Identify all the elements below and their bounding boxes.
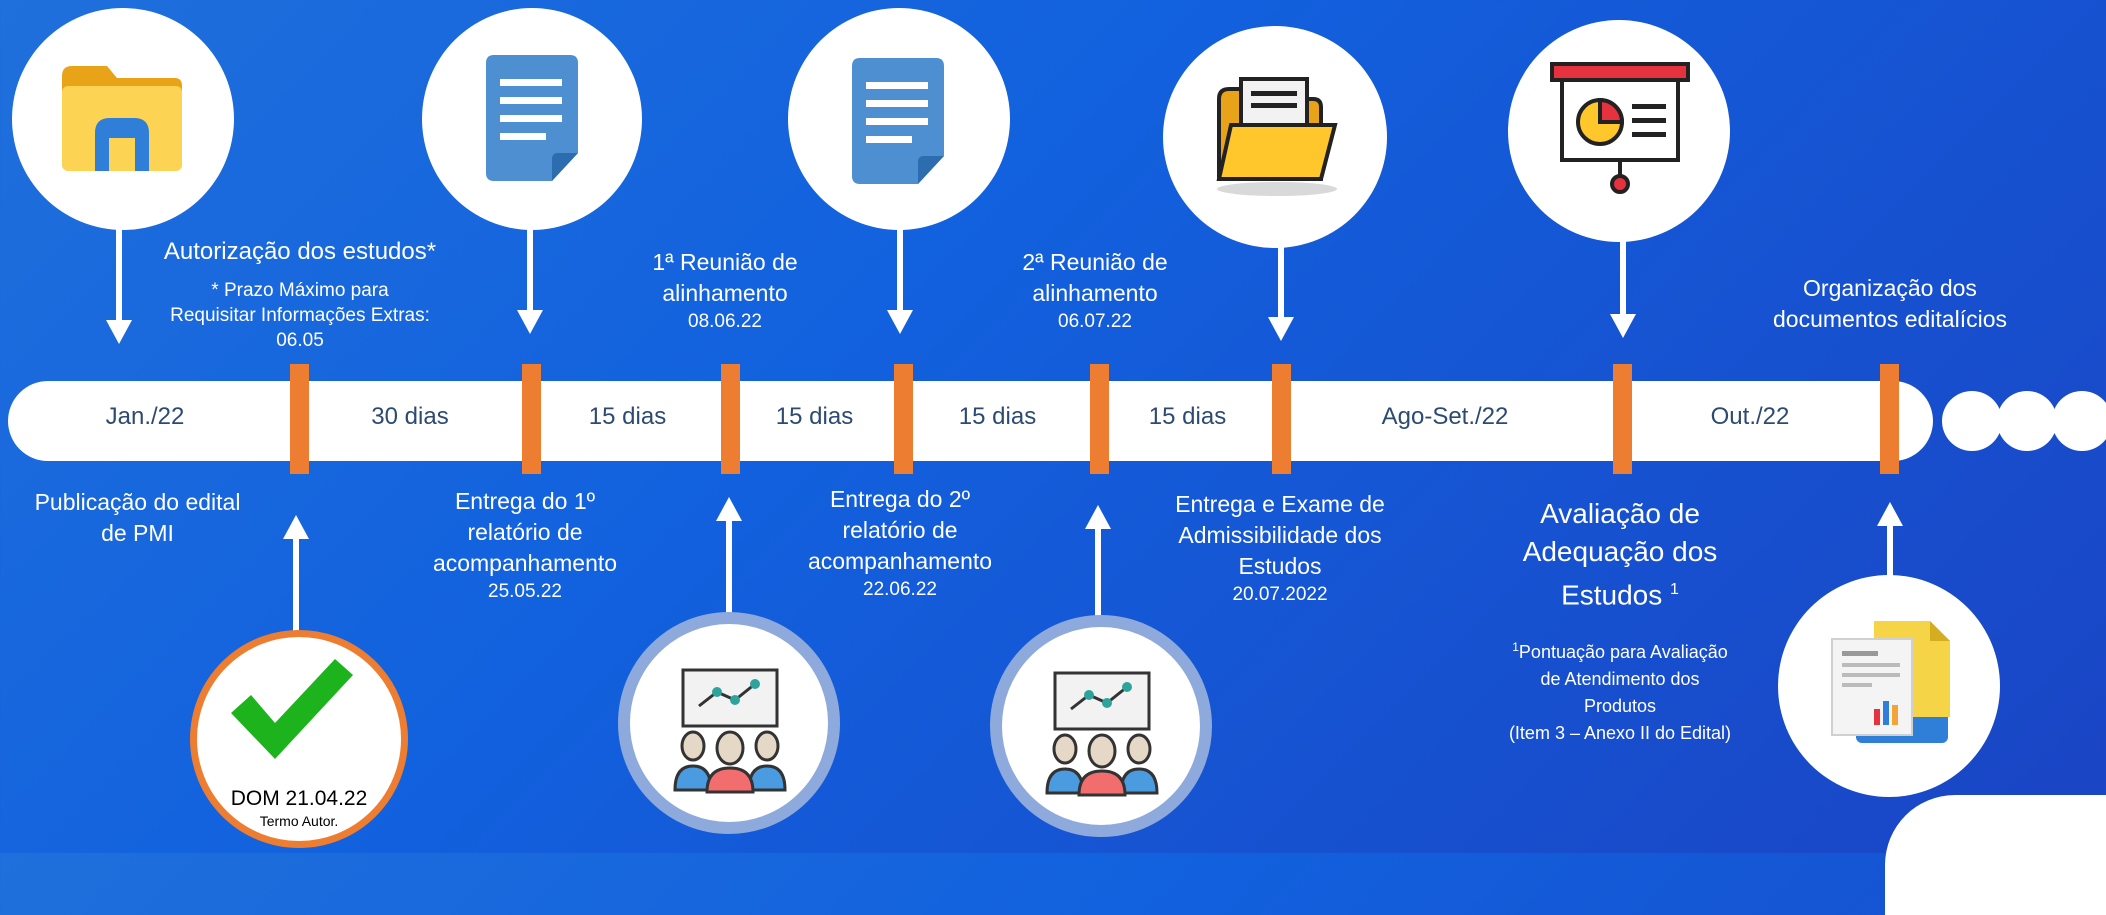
meeting-icon bbox=[673, 668, 787, 794]
entrega2-label: Entrega do 2º relatório de acompanhament… bbox=[780, 484, 1020, 602]
entrega2-line: relatório de bbox=[842, 517, 958, 543]
prazo-note: * Prazo Máximo para Requisitar Informaçõ… bbox=[140, 278, 460, 353]
up-arrow bbox=[716, 497, 742, 615]
publicacao-line: Publicação do edital bbox=[34, 489, 241, 515]
avaliacao-line: Adequação dos bbox=[1522, 536, 1718, 567]
folder-circle bbox=[12, 8, 234, 230]
reuniao2-date: 06.07.22 bbox=[1058, 311, 1132, 332]
down-arrow bbox=[106, 228, 132, 344]
reuniao2-line: alinhamento bbox=[1032, 280, 1158, 306]
meeting-circle bbox=[990, 615, 1212, 837]
reuniao1-date: 08.06.22 bbox=[688, 311, 762, 332]
exame-label: Entrega e Exame de Admissibilidade dos E… bbox=[1150, 489, 1410, 607]
pontuacao-line: de Atendimento dos bbox=[1540, 669, 1700, 689]
presentation-chart-icon bbox=[1550, 62, 1690, 194]
dom-badge: DOM 21.04.22 Termo Autor. bbox=[190, 630, 408, 848]
corner-shape bbox=[1885, 795, 2106, 915]
pontuacao-text: Pontuação para Avaliação bbox=[1518, 642, 1728, 662]
pontuacao-line: (Item 3 – Anexo II do Edital) bbox=[1508, 723, 1732, 743]
entrega2-date: 22.06.22 bbox=[863, 579, 937, 600]
pontuacao-note: 1Pontuação para Avaliação de Atendimento… bbox=[1470, 634, 1770, 747]
open-folder-circle bbox=[1163, 26, 1387, 248]
document-circle bbox=[422, 8, 642, 230]
down-arrow bbox=[517, 228, 543, 334]
timeline-tick bbox=[1272, 364, 1291, 474]
segment-label: Ago-Set./22 bbox=[1381, 403, 1509, 430]
publicacao-label: Publicação do edital de PMI bbox=[10, 487, 265, 549]
continuation-dot bbox=[2052, 391, 2106, 451]
pontuacao-line: 1Pontuação para Avaliação bbox=[1470, 634, 1770, 666]
reuniao2-label: 2ª Reunião de alinhamento 06.07.22 bbox=[980, 247, 1210, 334]
down-arrow bbox=[887, 228, 913, 334]
folder-icon bbox=[62, 66, 182, 171]
up-arrow bbox=[283, 515, 309, 631]
timeline-bar bbox=[8, 381, 1933, 461]
entrega1-date: 25.05.22 bbox=[488, 581, 562, 602]
reuniao1-label: 1ª Reunião de alinhamento 08.06.22 bbox=[610, 247, 840, 334]
segment-label: 15 dias bbox=[958, 403, 1037, 430]
meeting-icon bbox=[1045, 671, 1159, 797]
organizacao-line: documentos editalícios bbox=[1773, 306, 2007, 332]
segment-label: 30 dias bbox=[371, 403, 449, 430]
files-chart-icon bbox=[1831, 621, 1950, 743]
avaliacao-line: Avaliação de bbox=[1540, 498, 1700, 529]
segment-label: Out./22 bbox=[1710, 403, 1790, 430]
exame-line: Entrega e Exame de bbox=[1175, 491, 1385, 517]
exame-line: Estudos bbox=[1238, 553, 1322, 579]
avaliacao-line: Estudos 1 bbox=[1480, 571, 1760, 614]
up-arrow bbox=[1877, 502, 1903, 582]
segment-label: 15 dias bbox=[588, 403, 667, 430]
document-icon bbox=[486, 55, 578, 181]
timeline-tick bbox=[522, 364, 541, 474]
organizacao-label: Organização dos documentos editalícios bbox=[1740, 273, 2040, 335]
presentation-circle bbox=[1508, 20, 1730, 242]
open-folder-icon bbox=[1216, 77, 1338, 196]
footnote-marker: 1 bbox=[1670, 581, 1679, 598]
publicacao-line: de PMI bbox=[101, 520, 174, 546]
timeline-tick bbox=[290, 364, 309, 474]
dom-caption: Termo Autor. bbox=[259, 813, 339, 829]
reuniao1-line: 1ª Reunião de bbox=[652, 249, 798, 275]
footnote-marker: 1 bbox=[1512, 640, 1519, 654]
avaliacao-label: Avaliação de Adequação dos Estudos 1 bbox=[1480, 495, 1760, 614]
dom-date: DOM 21.04.22 bbox=[230, 787, 368, 810]
timeline-tick bbox=[1880, 364, 1899, 474]
segment-label: 15 dias bbox=[775, 403, 854, 430]
timeline-tick bbox=[721, 364, 740, 474]
timeline-tick bbox=[1613, 364, 1632, 474]
entrega1-line: Entrega do 1º bbox=[454, 488, 596, 514]
entrega1-line: relatório de bbox=[467, 519, 583, 545]
entrega2-line: acompanhamento bbox=[807, 548, 993, 574]
entrega1-label: Entrega do 1º relatório de acompanhament… bbox=[405, 486, 645, 604]
pontuacao-line: Produtos bbox=[1583, 696, 1657, 716]
exame-date: 20.07.2022 bbox=[1232, 584, 1328, 605]
autorizacao-label: Autorização dos estudos* bbox=[163, 238, 437, 265]
timeline-tick bbox=[1090, 364, 1109, 474]
document-icon bbox=[852, 58, 944, 184]
reuniao2-line: 2ª Reunião de bbox=[1022, 249, 1168, 275]
reuniao1-line: alinhamento bbox=[662, 280, 788, 306]
document-circle bbox=[788, 8, 1010, 230]
prazo-line: Requisitar Informações Extras: bbox=[170, 305, 430, 326]
down-arrow bbox=[1268, 245, 1294, 341]
files-circle bbox=[1778, 575, 2000, 797]
up-arrow bbox=[1085, 505, 1111, 619]
avaliacao-text: Estudos bbox=[1561, 579, 1663, 611]
continuation-dot bbox=[1997, 391, 2057, 451]
continuation-dot bbox=[1942, 391, 2002, 451]
timeline-tick bbox=[894, 364, 913, 474]
prazo-line: 06.05 bbox=[276, 330, 324, 351]
prazo-line: * Prazo Máximo para bbox=[211, 280, 389, 301]
organizacao-line: Organização dos bbox=[1803, 275, 1977, 301]
segment-label: Jan./22 bbox=[105, 403, 185, 430]
down-arrow bbox=[1610, 238, 1636, 338]
entrega2-line: Entrega do 2º bbox=[829, 486, 971, 512]
meeting-circle bbox=[618, 612, 840, 834]
segment-label: 15 dias bbox=[1148, 403, 1227, 430]
entrega1-line: acompanhamento bbox=[432, 550, 618, 576]
checkmark-icon bbox=[231, 659, 353, 759]
exame-line: Admissibilidade dos bbox=[1178, 522, 1382, 548]
